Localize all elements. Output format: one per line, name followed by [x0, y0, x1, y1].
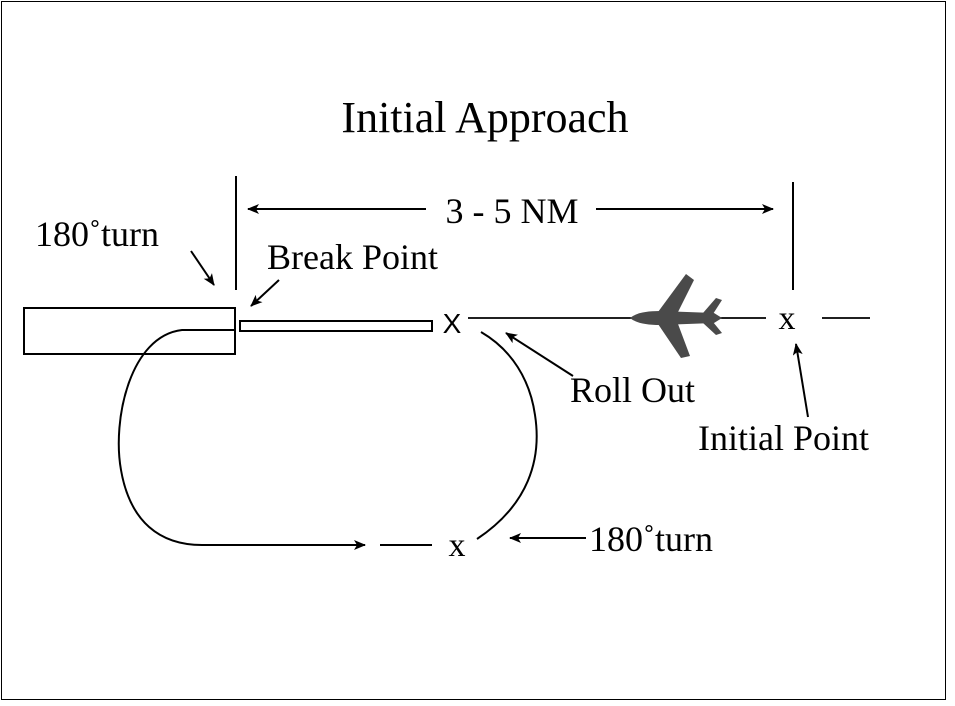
initial-point-label: Initial Point [698, 418, 869, 458]
jet-aircraft-icon [630, 274, 722, 358]
initial-point-arrow [792, 343, 809, 418]
initial-point-marker: x [779, 300, 796, 337]
break-point-strip [239, 320, 433, 332]
bottom-marker: x [449, 527, 466, 564]
downwind-path [117, 329, 366, 550]
turn-left-arrow [190, 250, 215, 286]
turn-label-left: 180˚turn [35, 214, 159, 254]
roll-out-turn-path [476, 331, 538, 540]
distance-label: 3 - 5 NM [446, 191, 579, 231]
diagram-border [1, 1, 946, 700]
diagram-title: Initial Approach [341, 93, 628, 142]
roll-out-marker: X [443, 308, 462, 339]
roll-out-arrow [505, 332, 574, 377]
break-point-label: Break Point [267, 237, 438, 277]
roll-out-label: Roll Out [570, 370, 695, 410]
break-point-arrow [250, 279, 280, 307]
turn-label-bottom: 180˚turn [589, 519, 713, 559]
